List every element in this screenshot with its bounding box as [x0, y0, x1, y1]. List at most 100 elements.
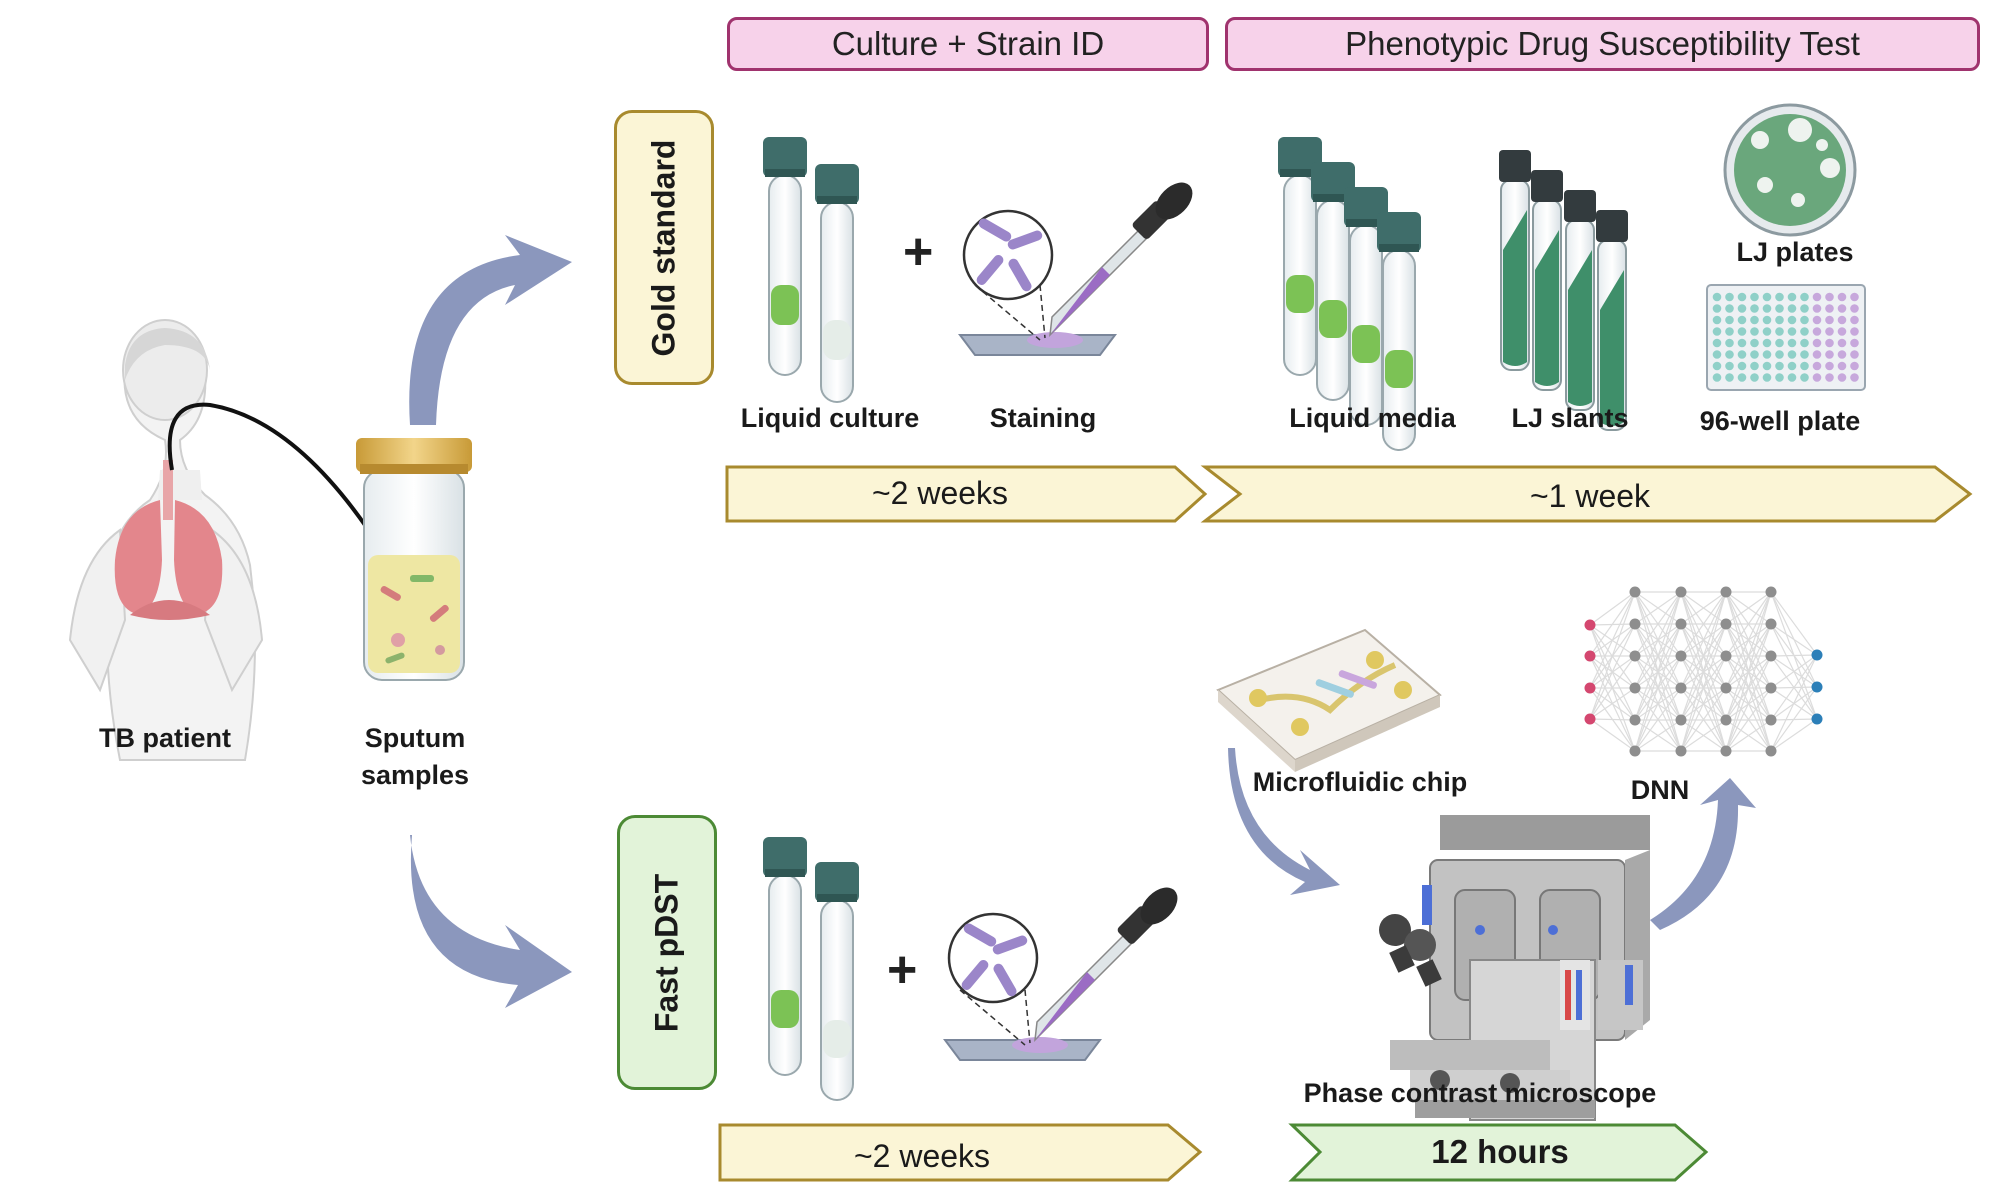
dnn-edge — [1770, 654, 1818, 689]
timeline-gold-pdst-label: ~1 week — [1529, 478, 1651, 514]
well — [1775, 315, 1784, 325]
dnn-edge — [1725, 655, 1772, 752]
well — [1762, 338, 1772, 348]
well — [1800, 304, 1809, 313]
dnn-edge — [1770, 686, 1818, 752]
well — [1762, 350, 1772, 359]
dnn-edge — [1589, 591, 1636, 626]
dnn-node — [1675, 682, 1687, 694]
well — [1750, 327, 1759, 336]
dnn-edge — [1634, 591, 1682, 625]
dnn-edge — [1680, 623, 1727, 752]
well — [1850, 315, 1859, 325]
dnn-node — [1720, 682, 1732, 694]
well — [1775, 338, 1784, 348]
well — [1800, 338, 1809, 348]
well — [1725, 361, 1734, 371]
patient-figure — [68, 319, 264, 761]
dnn-edge — [1634, 655, 1682, 752]
well — [1750, 292, 1759, 302]
well — [1737, 292, 1747, 302]
phase-contrast-microscope — [1379, 815, 1650, 1121]
label-lj-slants: LJ slants — [1511, 403, 1629, 433]
dnn-edge — [1680, 591, 1727, 657]
well — [1762, 292, 1772, 302]
dnn-edge — [1770, 623, 1818, 656]
dnn-edge — [1680, 719, 1727, 752]
well — [1775, 327, 1784, 336]
dnn-edge — [1680, 687, 1727, 752]
well — [1712, 304, 1722, 313]
well — [1837, 373, 1847, 382]
label-liquid-culture: Liquid culture — [740, 403, 920, 433]
well — [1825, 361, 1834, 371]
well — [1800, 327, 1809, 336]
dnn-edge — [1634, 719, 1682, 752]
well — [1762, 327, 1772, 336]
well — [1850, 327, 1859, 336]
dnn-node — [1675, 618, 1687, 630]
plus-sign-gold: + — [903, 223, 934, 281]
well — [1762, 315, 1772, 325]
dnn-node — [1765, 682, 1777, 694]
dnn-edge — [1589, 687, 1636, 720]
well — [1725, 304, 1734, 313]
row-label-fast-text: Fast pDST — [648, 873, 685, 1032]
sputum-jar — [356, 438, 472, 681]
timeline-fast-pdst-label: 12 hours — [1431, 1133, 1569, 1170]
well — [1825, 373, 1834, 382]
well — [1737, 315, 1747, 325]
dnn-node — [1629, 618, 1641, 630]
label-liquid-media: Liquid media — [1289, 403, 1456, 433]
well — [1850, 292, 1859, 302]
well — [1787, 292, 1797, 302]
dnn-edge — [1725, 623, 1772, 752]
dnn-edge — [1634, 591, 1682, 657]
well — [1850, 304, 1859, 313]
well — [1775, 350, 1784, 359]
dnn-edge — [1725, 687, 1772, 752]
well — [1750, 373, 1759, 382]
dnn-node — [1765, 650, 1777, 662]
well — [1850, 338, 1859, 348]
well — [1812, 373, 1822, 382]
well — [1787, 327, 1797, 336]
well — [1812, 327, 1822, 336]
well — [1812, 350, 1822, 359]
dnn-edge — [1680, 591, 1727, 689]
well — [1750, 338, 1759, 348]
dnn-node — [1720, 745, 1732, 757]
sample-arrow — [167, 402, 387, 557]
row-label-gold-text: Gold standard — [645, 139, 682, 356]
label-sputum-line2: samples — [360, 760, 470, 790]
well — [1712, 350, 1722, 359]
timeline-fast-pdst — [1288, 1123, 1709, 1182]
dnn-node — [1629, 586, 1641, 598]
header-pdst: Phenotypic Drug Susceptibility Test — [1225, 17, 1980, 71]
well — [1775, 373, 1784, 382]
microfluidic-chip — [1216, 628, 1442, 772]
well — [1787, 315, 1797, 325]
row-label-gold: Gold standard — [614, 110, 714, 385]
dnn-node — [1675, 714, 1687, 726]
well — [1800, 350, 1809, 359]
header-culture: Culture + Strain ID — [727, 17, 1209, 71]
well — [1850, 373, 1859, 382]
label-96-well-plate: 96-well plate — [1699, 406, 1861, 436]
dnn-edge — [1770, 591, 1818, 656]
dnn-edge — [1634, 591, 1682, 689]
label-microscope: Phase contrast microscope — [1303, 1078, 1657, 1108]
well — [1787, 350, 1797, 359]
dnn-node — [1765, 586, 1777, 598]
well — [1725, 373, 1734, 382]
dnn-node — [1675, 745, 1687, 757]
dnn-edge — [1680, 591, 1727, 721]
well — [1712, 373, 1722, 382]
well — [1750, 361, 1759, 371]
well — [1850, 361, 1859, 371]
well — [1712, 327, 1722, 336]
well — [1787, 361, 1797, 371]
well — [1725, 350, 1734, 359]
timeline-fast-culture — [718, 1123, 1203, 1182]
